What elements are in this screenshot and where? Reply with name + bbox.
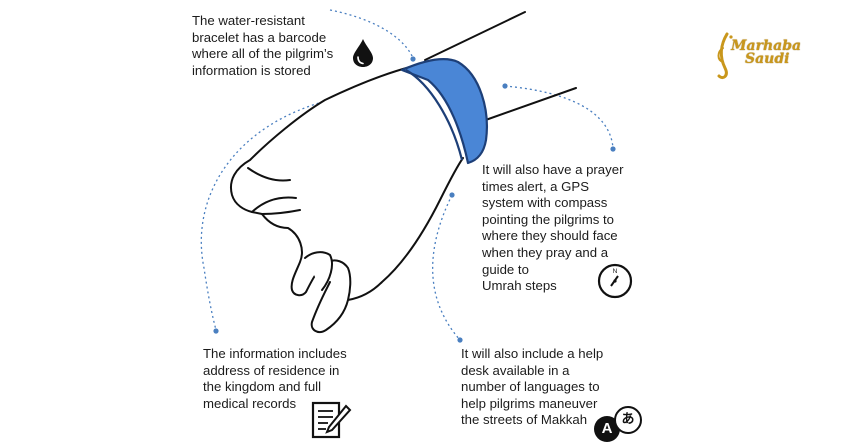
japanese-bubble: あ: [614, 406, 642, 434]
connector-dot: [449, 192, 455, 198]
logo-text-line2: Saudi: [745, 51, 790, 67]
caption-records: The information includes address of resi…: [203, 346, 347, 411]
caption-prayer-gps: It will also have a prayer times alert, …: [482, 162, 624, 294]
caption-barcode: The water-resistant bracelet has a barco…: [192, 13, 334, 78]
finger-fold: [247, 167, 301, 215]
logo-text-line1: Marhaba: [731, 38, 802, 54]
document-pen-icon: [311, 401, 352, 439]
svg-text:N: N: [613, 268, 618, 275]
connector-dot: [610, 146, 616, 152]
bracelet-edge: [405, 69, 464, 161]
connector-left: [200, 98, 334, 331]
bracelet: [400, 58, 488, 165]
connector-top: [329, 9, 414, 59]
compass-icon: N: [597, 263, 633, 299]
connector-dot: [457, 337, 463, 343]
connector-dot: [502, 83, 508, 89]
connector-dot: [410, 56, 416, 62]
japanese-glyph: あ: [621, 412, 635, 427]
caption-help-desk: It will also include a help desk availab…: [461, 346, 604, 428]
connector-dot: [213, 328, 219, 334]
latin-glyph: A: [601, 420, 613, 437]
water-drop-icon: [353, 39, 373, 67]
marhaba-saudi-logo: [717, 32, 733, 80]
hand-outline: [230, 66, 464, 333]
connector-bottom: [432, 194, 461, 341]
thumb-outline: [304, 251, 333, 291]
connector-right: [504, 85, 614, 149]
language-translate-icon: A あ: [594, 406, 644, 446]
forearm-outline: [424, 11, 577, 123]
